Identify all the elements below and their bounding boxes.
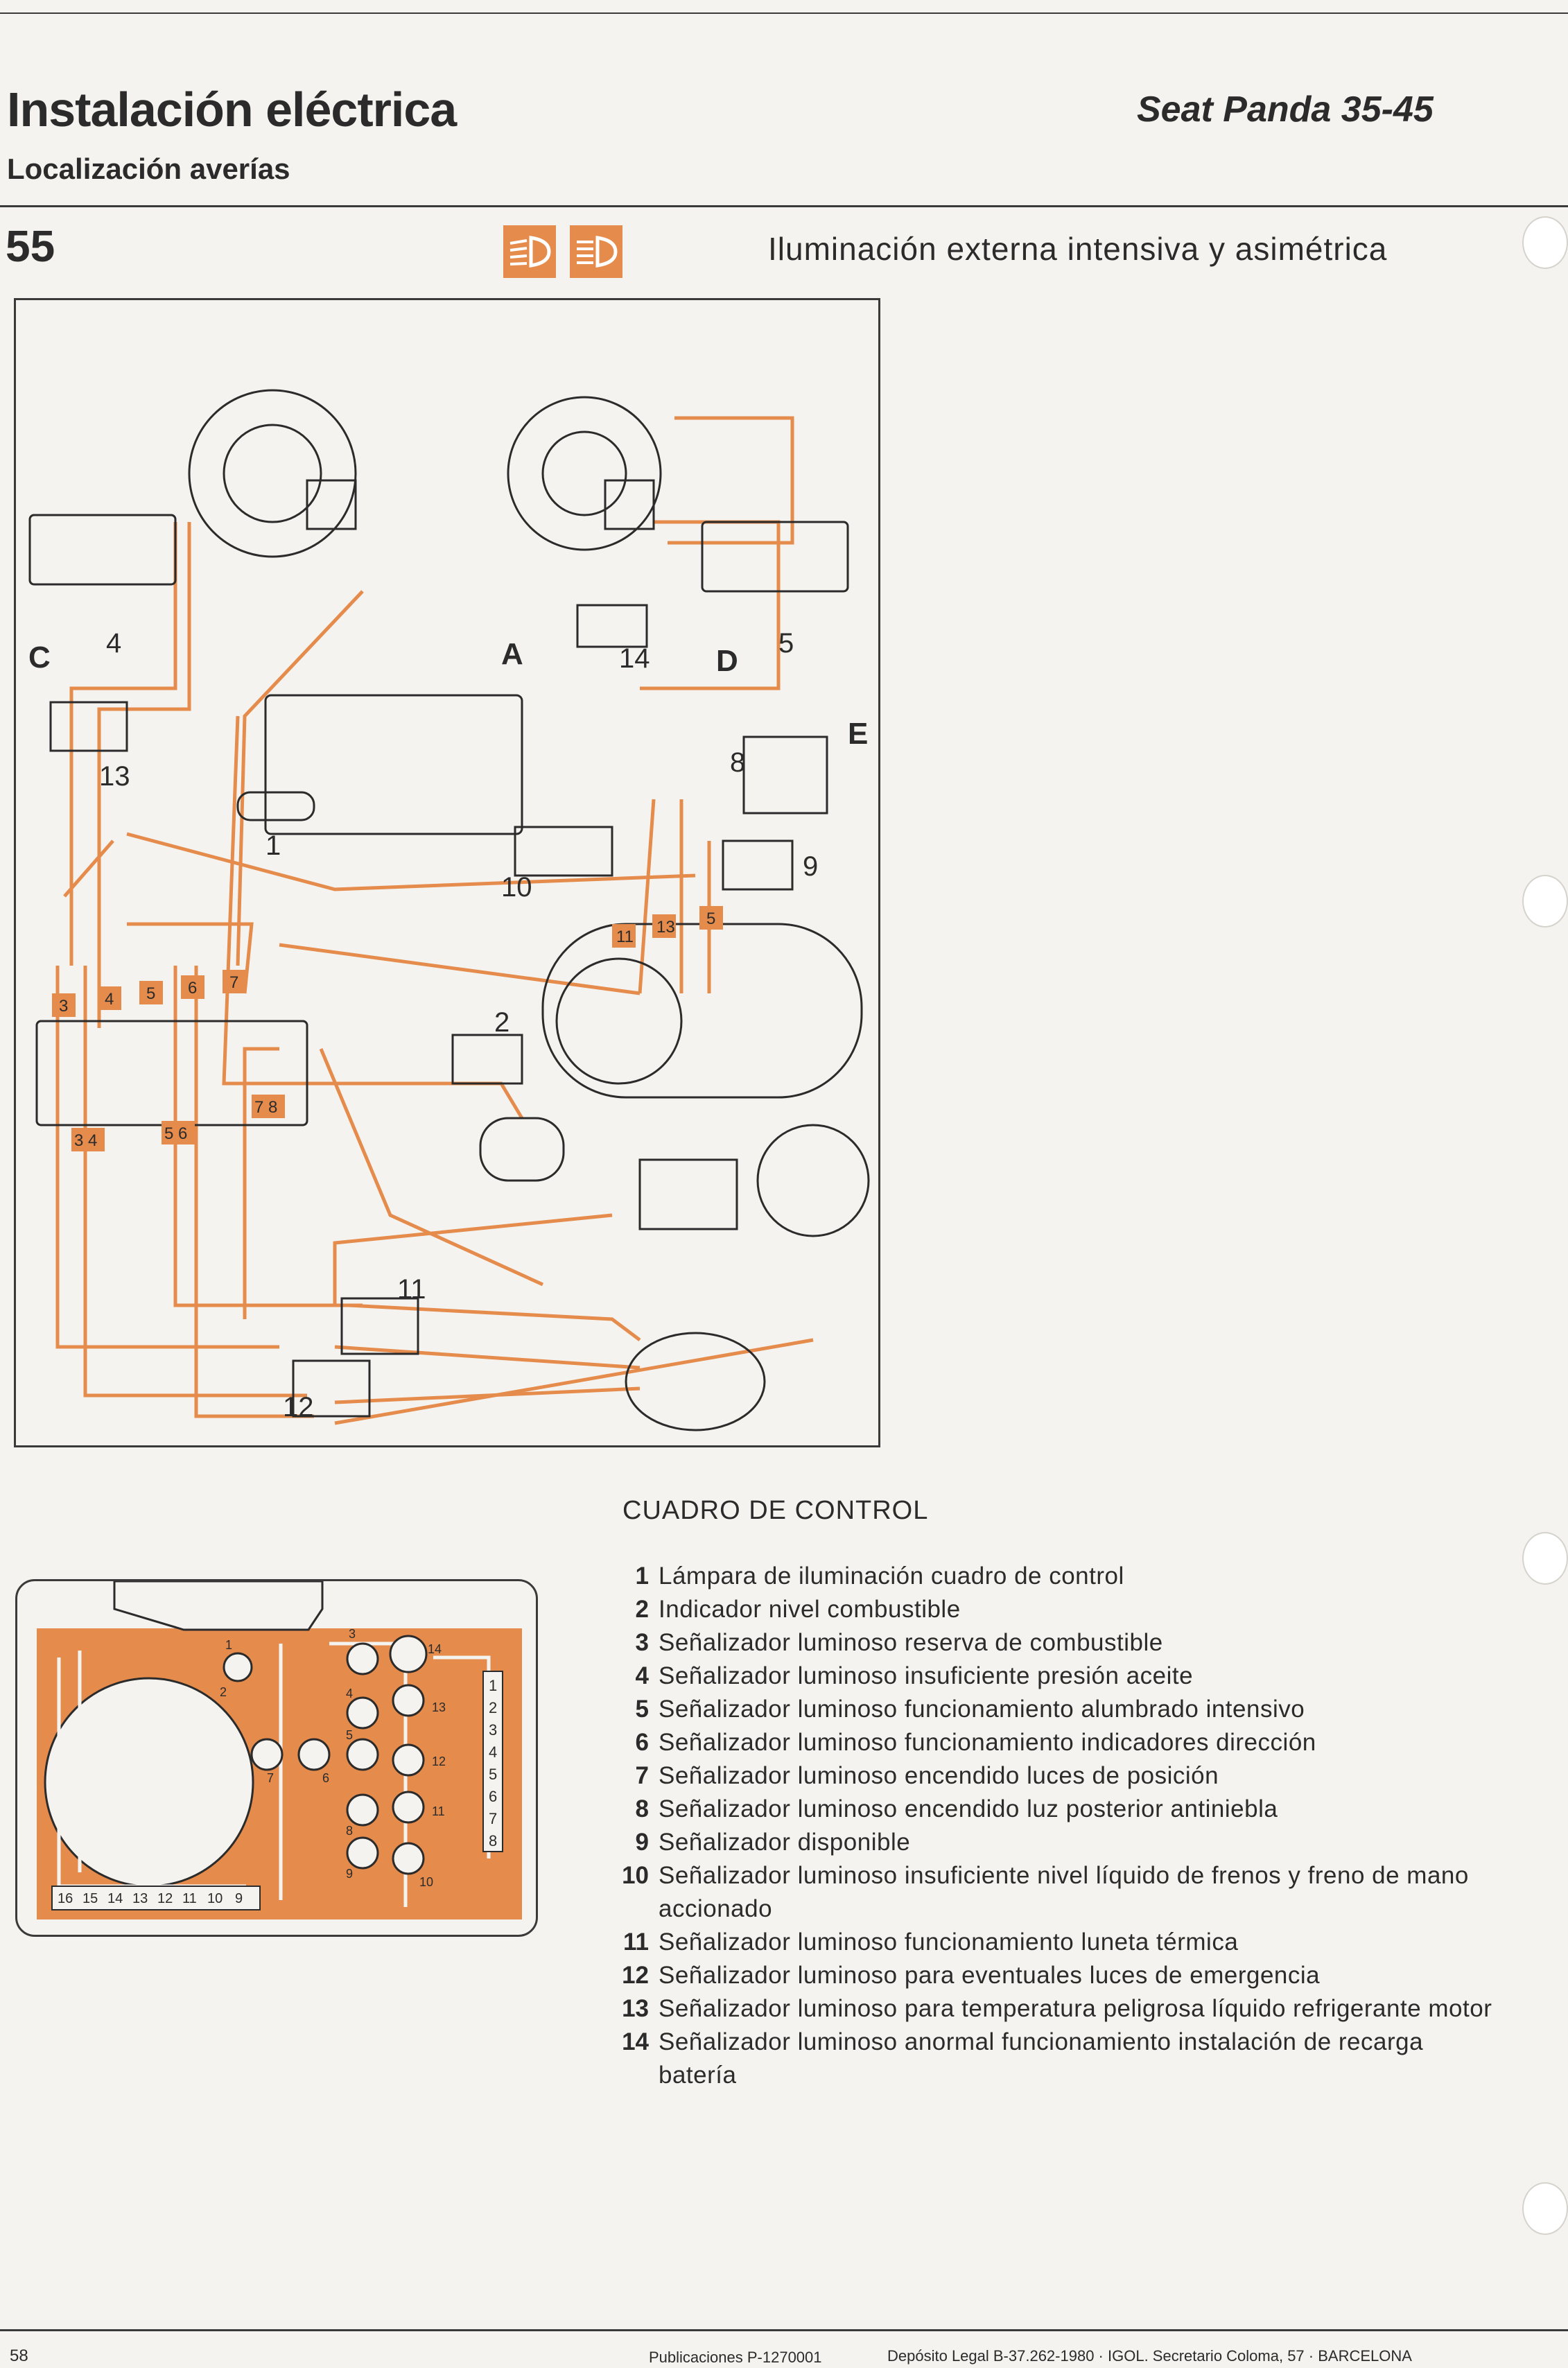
switch-pin-7: 7 (229, 973, 238, 992)
svg-text:8: 8 (489, 1832, 497, 1849)
bulb-label: 13 (432, 1700, 446, 1714)
wire-tag-11: 11 (616, 928, 634, 946)
component-label-12: 12 (283, 1392, 314, 1422)
connector-label-e: E (848, 717, 868, 751)
component-label-10: 10 (501, 872, 532, 903)
headlamp-low-beam-icon (570, 225, 622, 278)
page-subtitle: Localización averías (7, 153, 290, 185)
bulb-label: 11 (432, 1804, 445, 1818)
svg-text:15: 15 (82, 1891, 98, 1906)
switch-pin-6-bottom: 6 (178, 1124, 187, 1143)
component-label-14: 14 (619, 643, 650, 674)
brand-model: Seat Panda 35-45 (1137, 89, 1434, 130)
switch-pin-5-bottom: 5 (164, 1124, 173, 1143)
svg-text:10: 10 (207, 1891, 223, 1906)
connector-label-c: C (28, 641, 51, 674)
bulb-label: 6 (322, 1771, 329, 1785)
section-number: 55 (6, 221, 55, 271)
switch-pin-6: 6 (188, 979, 197, 998)
svg-text:5: 5 (489, 1766, 497, 1783)
component-label-9: 9 (803, 851, 818, 882)
bulb-label: 12 (432, 1755, 446, 1768)
switch-pin-7-bottom: 7 (254, 1098, 263, 1117)
footer-page-number: 58 (10, 2347, 28, 2365)
bulb-label: 4 (346, 1687, 353, 1700)
headlamp-high-beam-icon (503, 225, 556, 278)
wire-tag-5: 5 (706, 909, 715, 928)
svg-text:13: 13 (132, 1891, 148, 1906)
switch-pin-4-bottom: 4 (88, 1131, 97, 1150)
svg-text:9: 9 (235, 1891, 243, 1906)
header-rule (0, 205, 1568, 207)
component-label-8: 8 (730, 747, 745, 778)
binder-hole-2 (1522, 875, 1568, 928)
svg-text:4: 4 (489, 1743, 497, 1761)
bulb-label: 9 (346, 1867, 353, 1881)
wiring-diagram: C A D E 4 14 5 13 8 1 10 9 2 11 12 11 13… (14, 298, 880, 1447)
footer-legal: Depósito Legal B-37.262-1980 · IGOL. Sec… (887, 2347, 1412, 2365)
bulb-label: 7 (267, 1771, 274, 1785)
bulb-label: 1 (225, 1638, 232, 1652)
component-label-11: 11 (397, 1274, 426, 1305)
component-label-5: 5 (778, 628, 794, 659)
switch-pin-3-bottom: 3 (74, 1131, 83, 1150)
svg-text:2: 2 (489, 1699, 497, 1716)
wire-tag-13: 13 (656, 918, 675, 937)
component-label-2: 2 (494, 1007, 509, 1038)
binder-hole-1 (1522, 216, 1568, 269)
switch-pin-8-bottom: 8 (268, 1098, 277, 1117)
component-label-13: 13 (99, 761, 130, 792)
bulb-label: 8 (346, 1824, 353, 1838)
connector-label-a: A (501, 637, 523, 671)
section-title: Iluminación externa intensiva y asimétri… (768, 231, 1388, 267)
svg-text:6: 6 (489, 1788, 497, 1805)
bulb-label: 2 (220, 1685, 227, 1699)
component-label-1: 1 (265, 830, 281, 861)
top-rule (0, 12, 1568, 14)
bulb-label: 14 (428, 1642, 442, 1656)
page-title: Instalación eléctrica (7, 82, 457, 137)
switch-pin-3: 3 (59, 997, 68, 1016)
svg-text:7: 7 (489, 1810, 497, 1827)
svg-text:11: 11 (182, 1891, 197, 1906)
component-label-4: 4 (106, 628, 121, 659)
bulb-label: 10 (419, 1875, 433, 1889)
bottom-connector-pins: 16 15 14 13 12 11 10 9 (51, 1886, 261, 1910)
svg-text:1: 1 (489, 1677, 497, 1694)
bulb-label: 3 (349, 1627, 356, 1641)
binder-hole-4 (1522, 2182, 1568, 2235)
svg-text:3: 3 (489, 1721, 497, 1739)
switch-pin-5: 5 (146, 984, 155, 1003)
connector-label-d: D (716, 644, 738, 678)
switch-pin-4: 4 (105, 990, 114, 1009)
footer-publication: Publicaciones P-1270001 (649, 2349, 822, 2366)
bulb-label: 5 (346, 1728, 353, 1742)
legend-heading: CUADRO DE CONTROL (622, 1496, 929, 1525)
binder-hole-3 (1522, 1532, 1568, 1585)
svg-text:12: 12 (157, 1891, 173, 1906)
svg-text:14: 14 (107, 1891, 123, 1906)
footer-rule (0, 2329, 1568, 2331)
svg-text:16: 16 (58, 1891, 73, 1906)
right-connector-pins: 1 2 3 4 5 6 7 8 (482, 1671, 503, 1852)
